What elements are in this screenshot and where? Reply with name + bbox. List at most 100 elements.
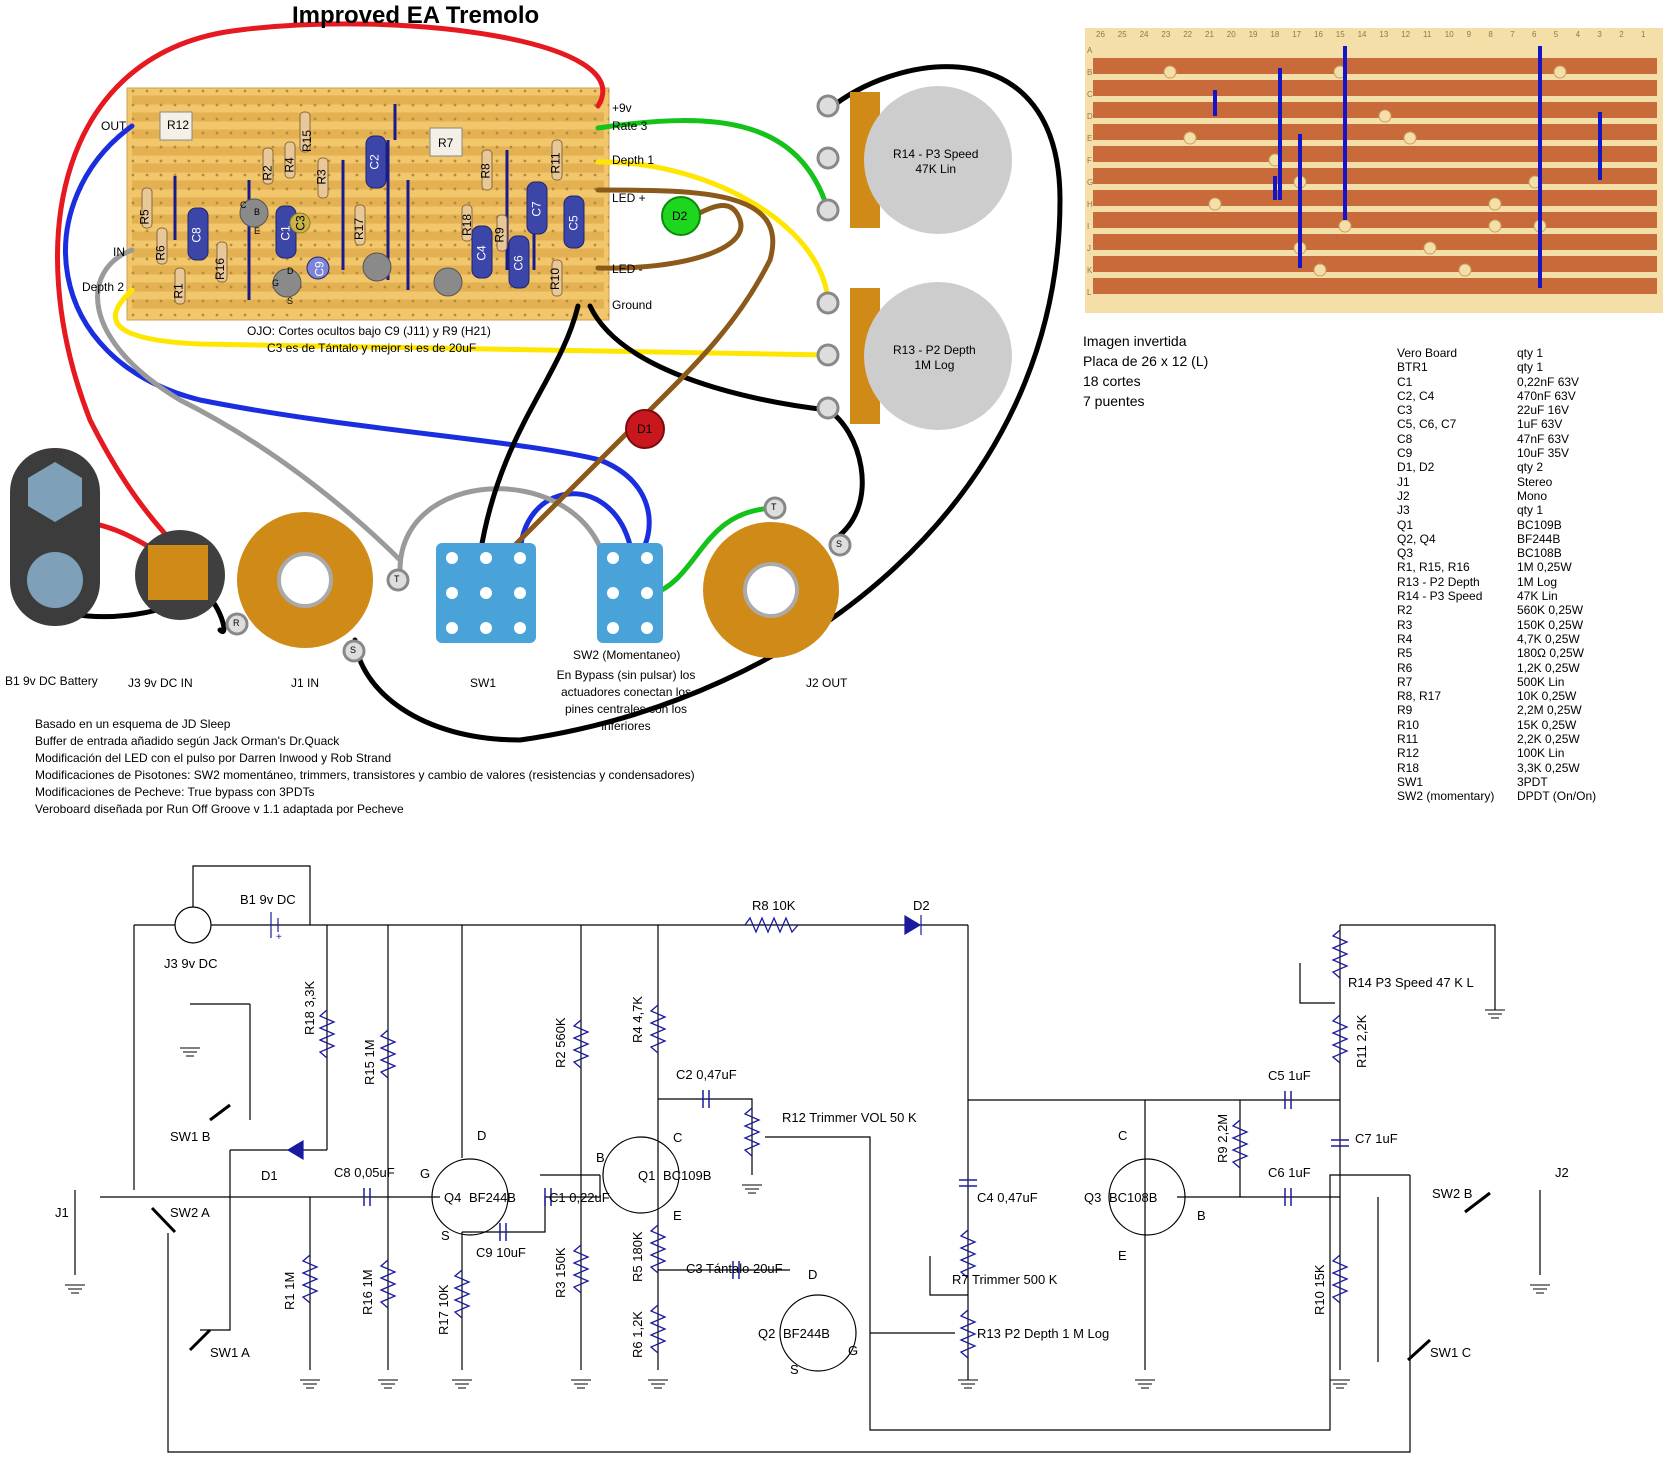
bom-part: C5, C6, C7 [1397, 417, 1457, 432]
sch-label-sw2a: SW2 A [170, 1205, 210, 1220]
sch-label-r17: R17 10K [436, 1284, 451, 1335]
schematic-switches [150, 1103, 1491, 1362]
sch-label-r4: R4 4,7K [630, 996, 645, 1043]
stripboard-cuts [1163, 65, 1567, 277]
sch-sw1a [188, 1328, 212, 1352]
sch-label-q2: Q2 [758, 1326, 776, 1341]
resistor-r6 [156, 227, 168, 265]
stripboard-column-number: 4 [1575, 30, 1581, 39]
wire-green-out [647, 505, 778, 598]
credit-line: Modificación del LED con el pulso por Da… [35, 751, 392, 765]
label-sw1: SW1 [470, 676, 497, 690]
pot-speed [816, 86, 1012, 234]
sch-r8 [744, 916, 799, 934]
board-trimmers [159, 111, 463, 157]
bom-row: SW2 (momentary)DPDT (On/On) [1397, 789, 1596, 803]
wire-red [55, 21, 606, 558]
sch-label-sw1a: SW1 A [210, 1345, 250, 1360]
label-r1: R1 [171, 283, 186, 299]
label-c1: C1 [278, 225, 293, 241]
sch-sw2b [1464, 1191, 1491, 1214]
switch-sw2 [597, 543, 663, 643]
schematic-capacitors [363, 1090, 1349, 1279]
label-r6: R6 [153, 245, 168, 261]
sch-pin-d-q4: D [477, 1128, 487, 1143]
sch-pin-g-q4: G [420, 1166, 431, 1181]
stripboard-row-letter: G [1087, 178, 1094, 187]
bom-part: C2, C4 [1397, 388, 1435, 403]
sch-label-c9: C9 10uF [476, 1245, 526, 1260]
label-d1: D1 [637, 422, 653, 436]
sch-pin-e-q1: E [673, 1208, 682, 1223]
stripboard-column-number: 12 [1401, 30, 1411, 39]
j1-lug-t: T [394, 574, 400, 584]
bom-value: BF244B [1517, 531, 1561, 546]
jack-j2 [703, 496, 852, 658]
transistor-q4 [272, 268, 302, 298]
bom-value: 1uF 63V [1517, 417, 1563, 432]
switch-sw1 [436, 543, 536, 643]
bom-value: 47nF 63V [1517, 431, 1570, 446]
sch-pin-b-q3: B [1197, 1208, 1206, 1223]
sch-pin-d-q2: D [808, 1267, 818, 1282]
bom-value: 560K 0,25W [1517, 603, 1584, 618]
cap-c4 [471, 225, 493, 279]
resistor-r8 [481, 149, 493, 191]
sch-label-q4: Q4 [444, 1190, 462, 1205]
pin-label-9v: +9v [612, 101, 632, 115]
sch-label-d1: D1 [261, 1168, 278, 1183]
label-r9: R9 [492, 227, 507, 243]
sch-label-r18: R18 3,3K [302, 980, 317, 1035]
sch-pin-b-q1: B [596, 1150, 605, 1165]
sch-label-r6: R6 1,2K [630, 1311, 645, 1358]
board-transistors [239, 198, 463, 298]
bom-row: C5, C6, C7 1uF 63V [1397, 417, 1596, 431]
label-c7: C7 [529, 201, 544, 217]
sch-label-q3: Q3 [1084, 1190, 1102, 1205]
bom-part: R5 [1397, 646, 1413, 661]
stripboard-column-number: 8 [1488, 30, 1493, 39]
cap-c6 [508, 235, 530, 289]
schematic-grounds [65, 1009, 1550, 1389]
label-r12: R12 [167, 118, 190, 132]
sch-label-r1: R1 1M [282, 1271, 297, 1310]
cap-c9 [306, 256, 330, 280]
bom-value: 22uF 16V [1517, 403, 1570, 418]
sch-q2 [779, 1294, 857, 1372]
label-r18: R18 [460, 213, 475, 237]
sch-r15 [379, 1029, 397, 1079]
wire-yellow-depth1 [595, 159, 831, 303]
wire-brown-led [467, 187, 776, 593]
bom-value: 47K Lin [1517, 589, 1558, 604]
stripboard-column-number: 22 [1183, 30, 1193, 39]
sch-q1 [602, 1136, 680, 1214]
credit-line: Modificaciones de Pecheve: True bypass c… [35, 785, 315, 799]
pin-label-led-minus: LED - [612, 262, 643, 276]
sch-c3 [732, 1261, 740, 1279]
stripboard-column-number: 26 [1096, 30, 1105, 39]
sch-j3 [174, 906, 212, 944]
stripboard-row-letter: I [1087, 222, 1090, 231]
sch-label-d2: D2 [913, 898, 930, 913]
q1-pin-e: E [254, 226, 261, 236]
jack-j1 [225, 512, 410, 663]
label-r3: R3 [314, 169, 329, 185]
resistor-r4 [284, 141, 296, 179]
j1-lug-r: R [233, 618, 240, 628]
label-r8: R8 [478, 163, 493, 179]
sch-q4 [431, 1158, 509, 1236]
bom-value: qty 2 [1517, 460, 1544, 475]
stripboard-column-number: 1 [1641, 30, 1646, 39]
